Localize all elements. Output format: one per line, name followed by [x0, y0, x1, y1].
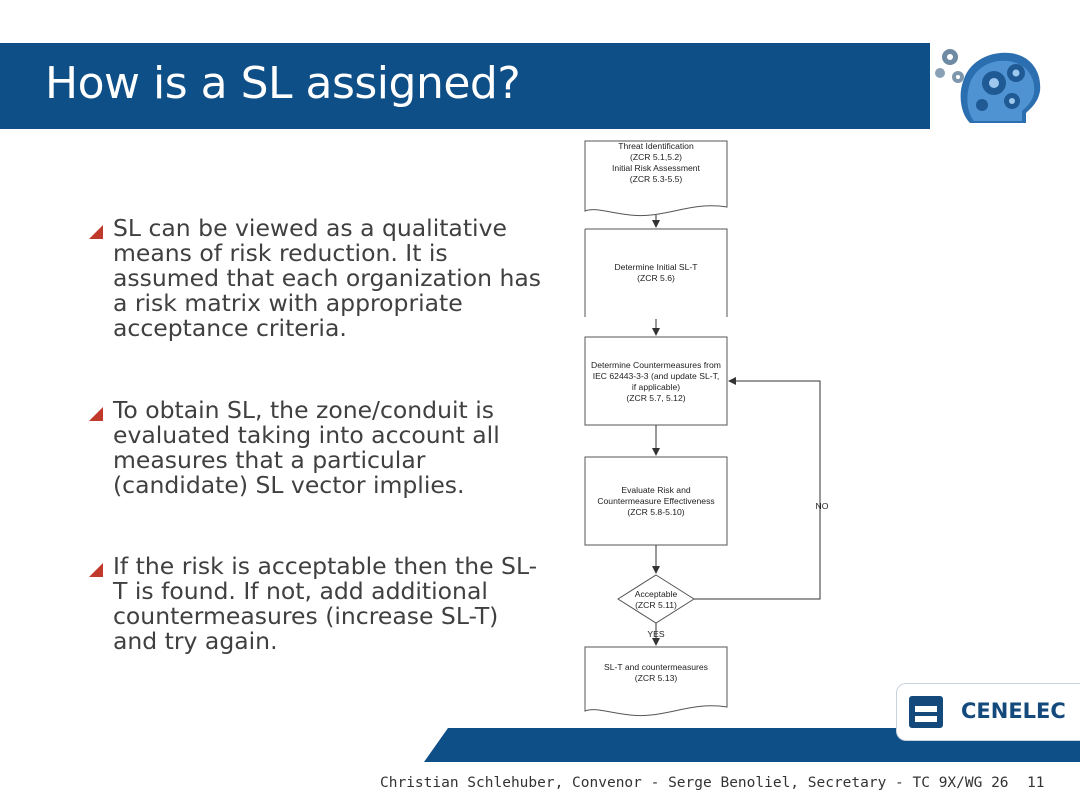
box3-line: IEC 62443-3-3 (and update SL-T, — [593, 371, 720, 381]
evaluate-risk-box — [584, 456, 728, 546]
footer-text: Christian Schlehuber, Convenor - Serge B… — [380, 775, 1009, 791]
cen-logo-icon — [909, 696, 943, 728]
acceptable-decision — [617, 574, 695, 624]
box1-line: (ZCR 5.1,5.2) — [630, 152, 682, 162]
slide-title: How is a SL assigned? — [45, 58, 521, 109]
brain-gears-icon — [930, 43, 1046, 129]
bullet-text: SL can be viewed as a qualitative means … — [113, 214, 541, 342]
title-bar — [0, 43, 960, 129]
page-number: 11 — [1027, 775, 1045, 791]
box2-line: (ZCR 5.6) — [637, 273, 675, 283]
box3-line: Determine Countermeasures from — [591, 360, 721, 370]
sl-flowchart: Threat Identification (ZCR 5.1,5.2) Init… — [584, 140, 829, 717]
box1-line: Initial Risk Assessment — [612, 163, 700, 173]
box5-line: (ZCR 5.13) — [635, 673, 678, 683]
triangle-bullet-icon — [89, 225, 103, 239]
cenelec-logo: CENELEC — [896, 683, 1080, 741]
box1-line: Threat Identification — [618, 141, 694, 151]
box2-line: Determine Initial SL-T — [614, 262, 698, 272]
box4-line: Evaluate Risk and — [621, 485, 690, 495]
countermeasures-box — [584, 336, 728, 426]
box1-line: (ZCR 5.3-5.5) — [630, 174, 683, 184]
cenelec-logo-text: CENELEC — [961, 699, 1066, 723]
no-label: NO — [816, 501, 829, 511]
box4-line: Countermeasure Effectiveness — [597, 496, 714, 506]
box4-line: (ZCR 5.8-5.10) — [627, 507, 684, 517]
decision-line: Acceptable — [635, 589, 678, 599]
box5-line: SL-T and countermeasures — [604, 662, 708, 672]
decision-line: (ZCR 5.11) — [635, 600, 677, 610]
triangle-bullet-icon — [89, 407, 103, 421]
box3-line: if applicable) — [632, 382, 680, 392]
triangle-bullet-icon — [89, 563, 103, 577]
box3-line: (ZCR 5.7, 5.12) — [626, 393, 685, 403]
bullet-text: To obtain SL, the zone/conduit is evalua… — [113, 396, 500, 499]
bullet-text: If the risk is acceptable then the SL-T … — [113, 552, 538, 655]
sl-t-result-box — [584, 646, 728, 717]
initial-sl-t-box — [584, 228, 728, 317]
threat-identification-box — [584, 140, 728, 217]
yes-label: YES — [647, 629, 664, 639]
